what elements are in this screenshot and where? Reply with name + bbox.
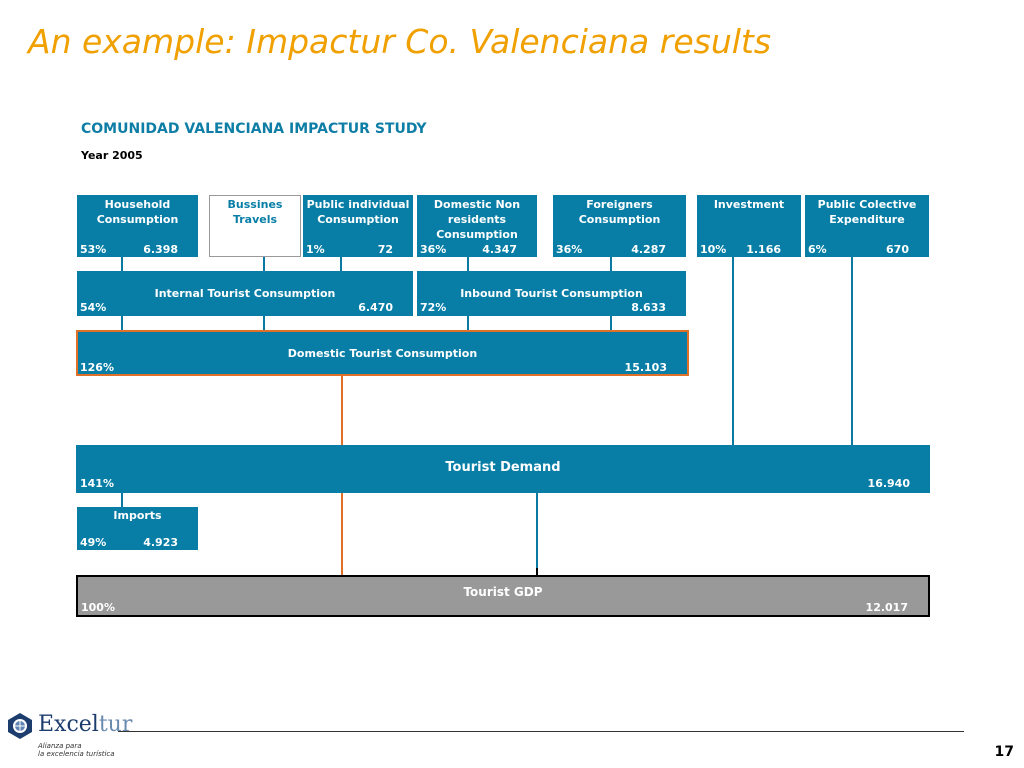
household-label-2: Consumption	[96, 213, 179, 226]
domestic-label: Domestic Tourist Consumption	[287, 347, 478, 360]
public-col-label-1: Public Colective	[817, 198, 917, 211]
connector-inbound-domestic-2	[610, 315, 612, 331]
connector-demand-gdp-blue	[536, 492, 538, 568]
investment-pct: 10%	[700, 243, 727, 256]
internal-tourist-consumption-box: Internal Tourist Consumption 54% 6.470	[77, 271, 413, 316]
imports-pct: 49%	[80, 536, 107, 549]
tourist-gdp-box: Tourist GDP 100% 12.017	[76, 575, 930, 617]
household-label-1: Household	[104, 198, 171, 211]
investment-label: Investment	[713, 198, 785, 211]
public-ind-value: 72	[377, 243, 393, 256]
connector-domestic-demand	[341, 375, 343, 445]
foreigners-pct: 36%	[556, 243, 583, 256]
connector-foreigners-inbound	[610, 256, 612, 272]
connector-publicind-internal	[340, 256, 342, 272]
imports-value: 4.923	[143, 536, 178, 549]
imports-box: Imports 49% 4.923	[77, 507, 198, 550]
inbound-pct: 72%	[420, 301, 447, 314]
study-year: Year 2005	[81, 149, 143, 162]
imports-label: Imports	[113, 509, 162, 522]
page-number: 17	[994, 744, 1014, 760]
nonres-value: 4.347	[482, 243, 517, 256]
investment-box: Investment 10% 1.166	[697, 195, 801, 257]
slide-title: An example: Impactur Co. Valenciana resu…	[28, 22, 772, 61]
connector-inbound-domestic-1	[467, 315, 469, 331]
nonres-label-2: residents	[447, 213, 507, 226]
logo-tag-1: Alianza para	[38, 742, 82, 750]
demand-pct: 141%	[80, 477, 114, 490]
domestic-pct: 126%	[80, 361, 114, 374]
connector-nonres-inbound	[467, 256, 469, 272]
public-ind-label-2: Consumption	[317, 213, 399, 226]
demand-label: Tourist Demand	[445, 460, 561, 475]
household-pct: 53%	[80, 243, 107, 256]
investment-value: 1.166	[746, 243, 781, 256]
logo-tag-2: la excelencia turística	[38, 750, 115, 758]
connector-business-internal	[263, 256, 265, 272]
internal-label: Internal Tourist Consumption	[154, 287, 336, 300]
connector-demand-gdp-dark	[536, 568, 538, 576]
tourist-demand-box: Tourist Demand 141% 16.940	[76, 445, 930, 493]
globe-icon	[8, 713, 32, 739]
inbound-value: 8.633	[631, 301, 666, 314]
connector-household-internal	[121, 256, 123, 272]
public-ind-pct: 1%	[306, 243, 325, 256]
logo-name-2: tur	[98, 712, 133, 737]
gdp-label: Tourist GDP	[463, 585, 543, 599]
study-title: COMUNIDAD VALENCIANA IMPACTUR STUDY	[81, 121, 427, 137]
public-col-label-2: Expenditure	[829, 213, 905, 226]
domestic-tourist-consumption-box: Domestic Tourist Consumption 126% 15.103	[76, 330, 689, 376]
inbound-tourist-consumption-box: Inbound Tourist Consumption 72% 8.633	[417, 271, 686, 316]
inbound-label: Inbound Tourist Consumption	[460, 287, 643, 300]
household-value: 6.398	[143, 243, 178, 256]
logo-name-1: Excel	[38, 712, 99, 737]
business-label-2: Travels	[232, 213, 278, 226]
business-label-1: Bussines	[227, 198, 283, 211]
foreigners-label-2: Consumption	[578, 213, 661, 226]
internal-pct: 54%	[80, 301, 107, 314]
connector-investment-demand	[732, 256, 734, 445]
domestic-value: 15.103	[624, 361, 667, 374]
nonres-label-3: Consumption	[436, 228, 518, 241]
connector-internal-domestic-1	[121, 315, 123, 331]
public-ind-label-1: Public individual	[306, 198, 410, 211]
connector-imports	[121, 492, 123, 508]
foreigners-label-1: Foreigners	[586, 198, 653, 211]
nonres-pct: 36%	[420, 243, 447, 256]
connector-demand-gdp	[341, 492, 343, 576]
demand-value: 16.940	[867, 477, 910, 490]
connector-internal-domestic-2	[263, 315, 265, 331]
public-col-pct: 6%	[808, 243, 827, 256]
gdp-pct: 100%	[81, 601, 115, 614]
connector-publiccol-demand	[851, 256, 853, 445]
public-col-value: 670	[886, 243, 909, 256]
internal-value: 6.470	[358, 301, 393, 314]
foreigners-value: 4.287	[631, 243, 666, 256]
nonres-label-1: Domestic Non	[433, 198, 521, 211]
footer-divider	[118, 731, 964, 732]
gdp-value: 12.017	[865, 601, 908, 614]
